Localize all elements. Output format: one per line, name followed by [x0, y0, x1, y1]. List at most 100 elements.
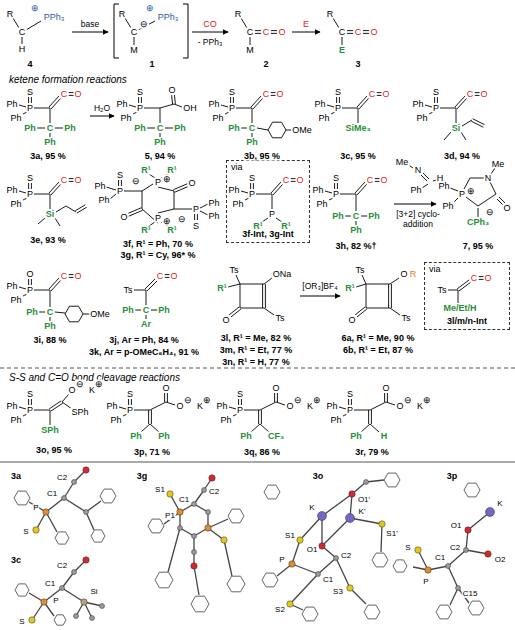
- bond-line: [253, 183, 254, 189]
- ketene-atom: O: [277, 28, 286, 37]
- atom-label: Ph: [411, 100, 424, 109]
- bond-line: [434, 97, 435, 103]
- crystal-atom-label: P: [278, 556, 285, 564]
- crystal-atom-label: C15: [462, 590, 479, 598]
- bond-line: [271, 30, 277, 31]
- atom-label: OMe: [291, 126, 313, 135]
- bond-line: [28, 279, 29, 285]
- substituent-label: CF₃: [267, 432, 285, 441]
- reaction-note: [3+2] cyclo-addition: [390, 210, 446, 230]
- bond-line: [334, 183, 335, 189]
- crystal-ring: [372, 553, 388, 567]
- compound-label: 3e, 93 %: [29, 236, 67, 245]
- atom-label: Ph: [109, 416, 122, 425]
- atom-label: C: [246, 28, 255, 37]
- substituent-label: R¹: [140, 166, 152, 175]
- crystal-atom-label: O1: [306, 546, 319, 554]
- substituent-label: H: [380, 432, 389, 441]
- compound-label: 3g: [136, 472, 149, 481]
- atom-label: O: [25, 270, 34, 279]
- bond-line: [127, 208, 141, 214]
- crystal-atom: [379, 521, 385, 527]
- crystal-atom-label: C1: [322, 576, 334, 584]
- substituent-label: E: [338, 46, 346, 55]
- bond-line: [276, 402, 285, 405]
- ketene-atom: O: [275, 90, 284, 99]
- crystal-ring: [384, 473, 400, 487]
- crystal-atom: [74, 614, 79, 619]
- atom-label: P: [26, 406, 34, 415]
- ketene-atom: C: [470, 274, 479, 283]
- bond-line: [466, 197, 478, 206]
- atom-label: Ph: [207, 100, 220, 109]
- ketene-atom: C: [466, 90, 475, 99]
- atom-label: Ph: [219, 416, 232, 425]
- reaction-arrow: [292, 32, 320, 33]
- bond-line: [325, 191, 332, 193]
- substituent-label: R¹: [344, 284, 356, 293]
- crystal-bond: [86, 501, 101, 512]
- bond-line: [233, 97, 234, 103]
- compound-label: 6b, R¹ = Et, 87 %: [342, 346, 414, 355]
- bond-line: [49, 182, 59, 193]
- atom-label: P: [228, 104, 236, 113]
- compound-label: 3o: [312, 472, 325, 481]
- bond-line: [147, 128, 155, 129]
- crystal-structures: [14, 467, 495, 625]
- atom-label: ⊖: [75, 380, 85, 389]
- bond-line: [388, 284, 389, 308]
- crystal-atom: [297, 537, 303, 543]
- bond-line: [499, 197, 505, 203]
- ketene-atom: C: [368, 90, 377, 99]
- crystal-atom: [81, 599, 87, 605]
- bond-line: [231, 309, 241, 317]
- bond-line: [356, 284, 366, 287]
- substituent-label: C: [352, 212, 361, 221]
- atom-label: Ph: [441, 202, 454, 211]
- crystal-atom-label: S: [18, 618, 25, 626]
- bond-line: [457, 280, 469, 289]
- crystal-bond: [350, 518, 382, 524]
- atom-label: Ph: [227, 186, 240, 195]
- aryl-ring: [65, 306, 83, 322]
- crystal-atom: [41, 599, 47, 605]
- substituent-label: Ph: [349, 432, 363, 441]
- bond-line: [356, 194, 357, 211]
- atom-label: S: [228, 88, 236, 97]
- atom-label: S: [126, 390, 134, 399]
- atom-label: C: [130, 28, 139, 37]
- atom-label: P: [346, 406, 354, 415]
- bond-line: [13, 18, 19, 28]
- bond-line: [174, 209, 192, 210]
- compound-label: 3q, 86 %: [243, 448, 281, 457]
- atom-label: Ph: [207, 199, 220, 208]
- crystal-atom: [319, 543, 325, 549]
- bond-line: [131, 399, 132, 405]
- bond-line: [366, 284, 367, 308]
- substituent-label: Ph: [157, 432, 171, 441]
- bond-line: [158, 209, 174, 213]
- bond-line: [118, 180, 119, 186]
- bond-line: [19, 407, 26, 409]
- crystal-atom: [318, 512, 327, 521]
- crystal-atom: [62, 496, 67, 501]
- bond-line: [146, 290, 147, 305]
- substituent-label: Ph: [349, 226, 363, 235]
- atom-label: P: [332, 190, 340, 199]
- atom-label: O: [381, 384, 390, 393]
- bond-line: [50, 108, 51, 123]
- atom-label: ⊕: [312, 396, 322, 405]
- bond-line: [240, 284, 241, 308]
- atom-label: S: [334, 88, 342, 97]
- atom-label: S: [26, 88, 34, 97]
- crystal-atom: [425, 567, 431, 573]
- bond-line: [390, 278, 399, 284]
- crystal-atom-label: C2: [56, 474, 68, 482]
- crystal-ring: [54, 615, 66, 625]
- bond-line: [391, 284, 392, 308]
- bond-line: [252, 133, 253, 137]
- atom-label: Ph: [119, 114, 132, 123]
- bond-line: [119, 407, 126, 409]
- crystal-atom: [456, 586, 461, 591]
- bond-line: [173, 184, 187, 190]
